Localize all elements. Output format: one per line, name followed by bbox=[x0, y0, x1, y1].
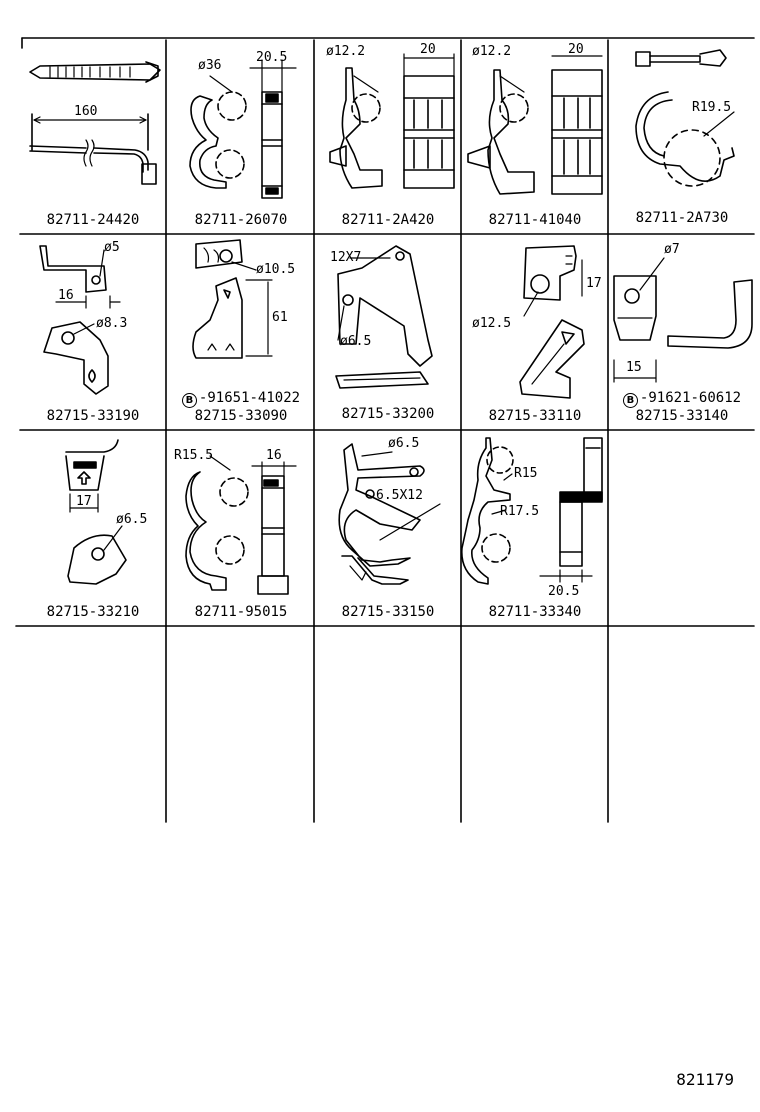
part-number: 82715-33190 bbox=[46, 408, 140, 424]
dim-label: ø6.5 bbox=[340, 334, 372, 349]
part-number: 82711-95015 bbox=[194, 604, 288, 620]
part-number: 82711-2A730 bbox=[635, 210, 729, 226]
part-illustration-82715-33090 bbox=[192, 239, 273, 359]
dim-label: R17.5 bbox=[500, 504, 540, 519]
dim-label: 16 bbox=[266, 448, 282, 463]
bolt-badge: B bbox=[622, 393, 638, 408]
dim-label: 17 bbox=[586, 276, 602, 291]
part-number: 82715-33140 bbox=[635, 408, 729, 424]
dim-label: 61 bbox=[272, 310, 288, 325]
part-number: 82711-24420 bbox=[46, 212, 140, 228]
dim-label: ø12.5 bbox=[472, 316, 512, 331]
part-illustration-82711-2A730 bbox=[635, 49, 735, 187]
part-illustration-82715-33200 bbox=[335, 245, 433, 389]
dim-label: R19.5 bbox=[692, 100, 732, 115]
part-illustration-82711-41040 bbox=[467, 55, 603, 195]
bolt-note: B-91621-60612 bbox=[609, 390, 755, 408]
grid-lines bbox=[15, 37, 755, 823]
part-illustration-82711-2A420 bbox=[329, 53, 455, 189]
dim-label: ø36 bbox=[198, 58, 222, 73]
diagram-reference-number: 821179 bbox=[676, 1070, 734, 1089]
bolt-note-text: -91651-41022 bbox=[198, 390, 301, 406]
part-illustration-82715-33190 bbox=[39, 245, 121, 395]
dim-label: 6.5X12 bbox=[376, 488, 423, 503]
bolt-note-text: -91621-60612 bbox=[639, 390, 742, 406]
part-illustration-82715-33110 bbox=[519, 245, 585, 399]
part-illustration-82715-33150 bbox=[338, 443, 441, 585]
dim-label: R15.5 bbox=[174, 448, 214, 463]
dim-label: ø7 bbox=[664, 242, 680, 257]
dim-label: 12X7 bbox=[330, 250, 362, 265]
part-number: 82711-41040 bbox=[488, 212, 582, 228]
part-number: 82711-26070 bbox=[194, 212, 288, 228]
part-number: 82711-33340 bbox=[488, 604, 582, 620]
part-number: 82715-33200 bbox=[341, 406, 435, 422]
dim-label: ø12.2 bbox=[326, 44, 366, 59]
bolt-badge: B bbox=[181, 393, 197, 408]
dim-label: 15 bbox=[626, 360, 642, 375]
dim-label: 20 bbox=[568, 42, 584, 57]
dim-label: ø10.5 bbox=[256, 262, 296, 277]
dim-label: 16 bbox=[58, 288, 74, 303]
dim-label: R15 bbox=[514, 466, 538, 481]
part-illustration-82711-33340 bbox=[461, 437, 603, 585]
part-illustration-82711-95015 bbox=[185, 455, 297, 595]
dim-label: ø8.3 bbox=[96, 316, 128, 331]
dim-label: 160 bbox=[74, 104, 98, 119]
dim-label: ø5 bbox=[104, 240, 120, 255]
dim-label: 17 bbox=[76, 494, 92, 509]
part-number: 82711-2A420 bbox=[341, 212, 435, 228]
dim-label: 20 bbox=[420, 42, 436, 57]
part-number: 82715-33210 bbox=[46, 604, 140, 620]
dim-label: 20.5 bbox=[256, 50, 288, 65]
part-illustration-82715-33210 bbox=[65, 439, 127, 585]
dim-label: ø12.2 bbox=[472, 44, 512, 59]
dim-label: ø6.5 bbox=[116, 512, 148, 527]
dim-label: ø6.5 bbox=[388, 436, 420, 451]
part-number: 82715-33150 bbox=[341, 604, 435, 620]
part-illustration-82711-24420 bbox=[29, 61, 161, 185]
part-number: 82715-33090 bbox=[194, 408, 288, 424]
part-illustration-82715-33140 bbox=[613, 257, 753, 383]
dim-label: 20.5 bbox=[548, 584, 580, 599]
bolt-note: B-91651-41022 bbox=[168, 390, 314, 408]
part-illustration-82711-26070 bbox=[189, 59, 297, 199]
part-number: 82715-33110 bbox=[488, 408, 582, 424]
